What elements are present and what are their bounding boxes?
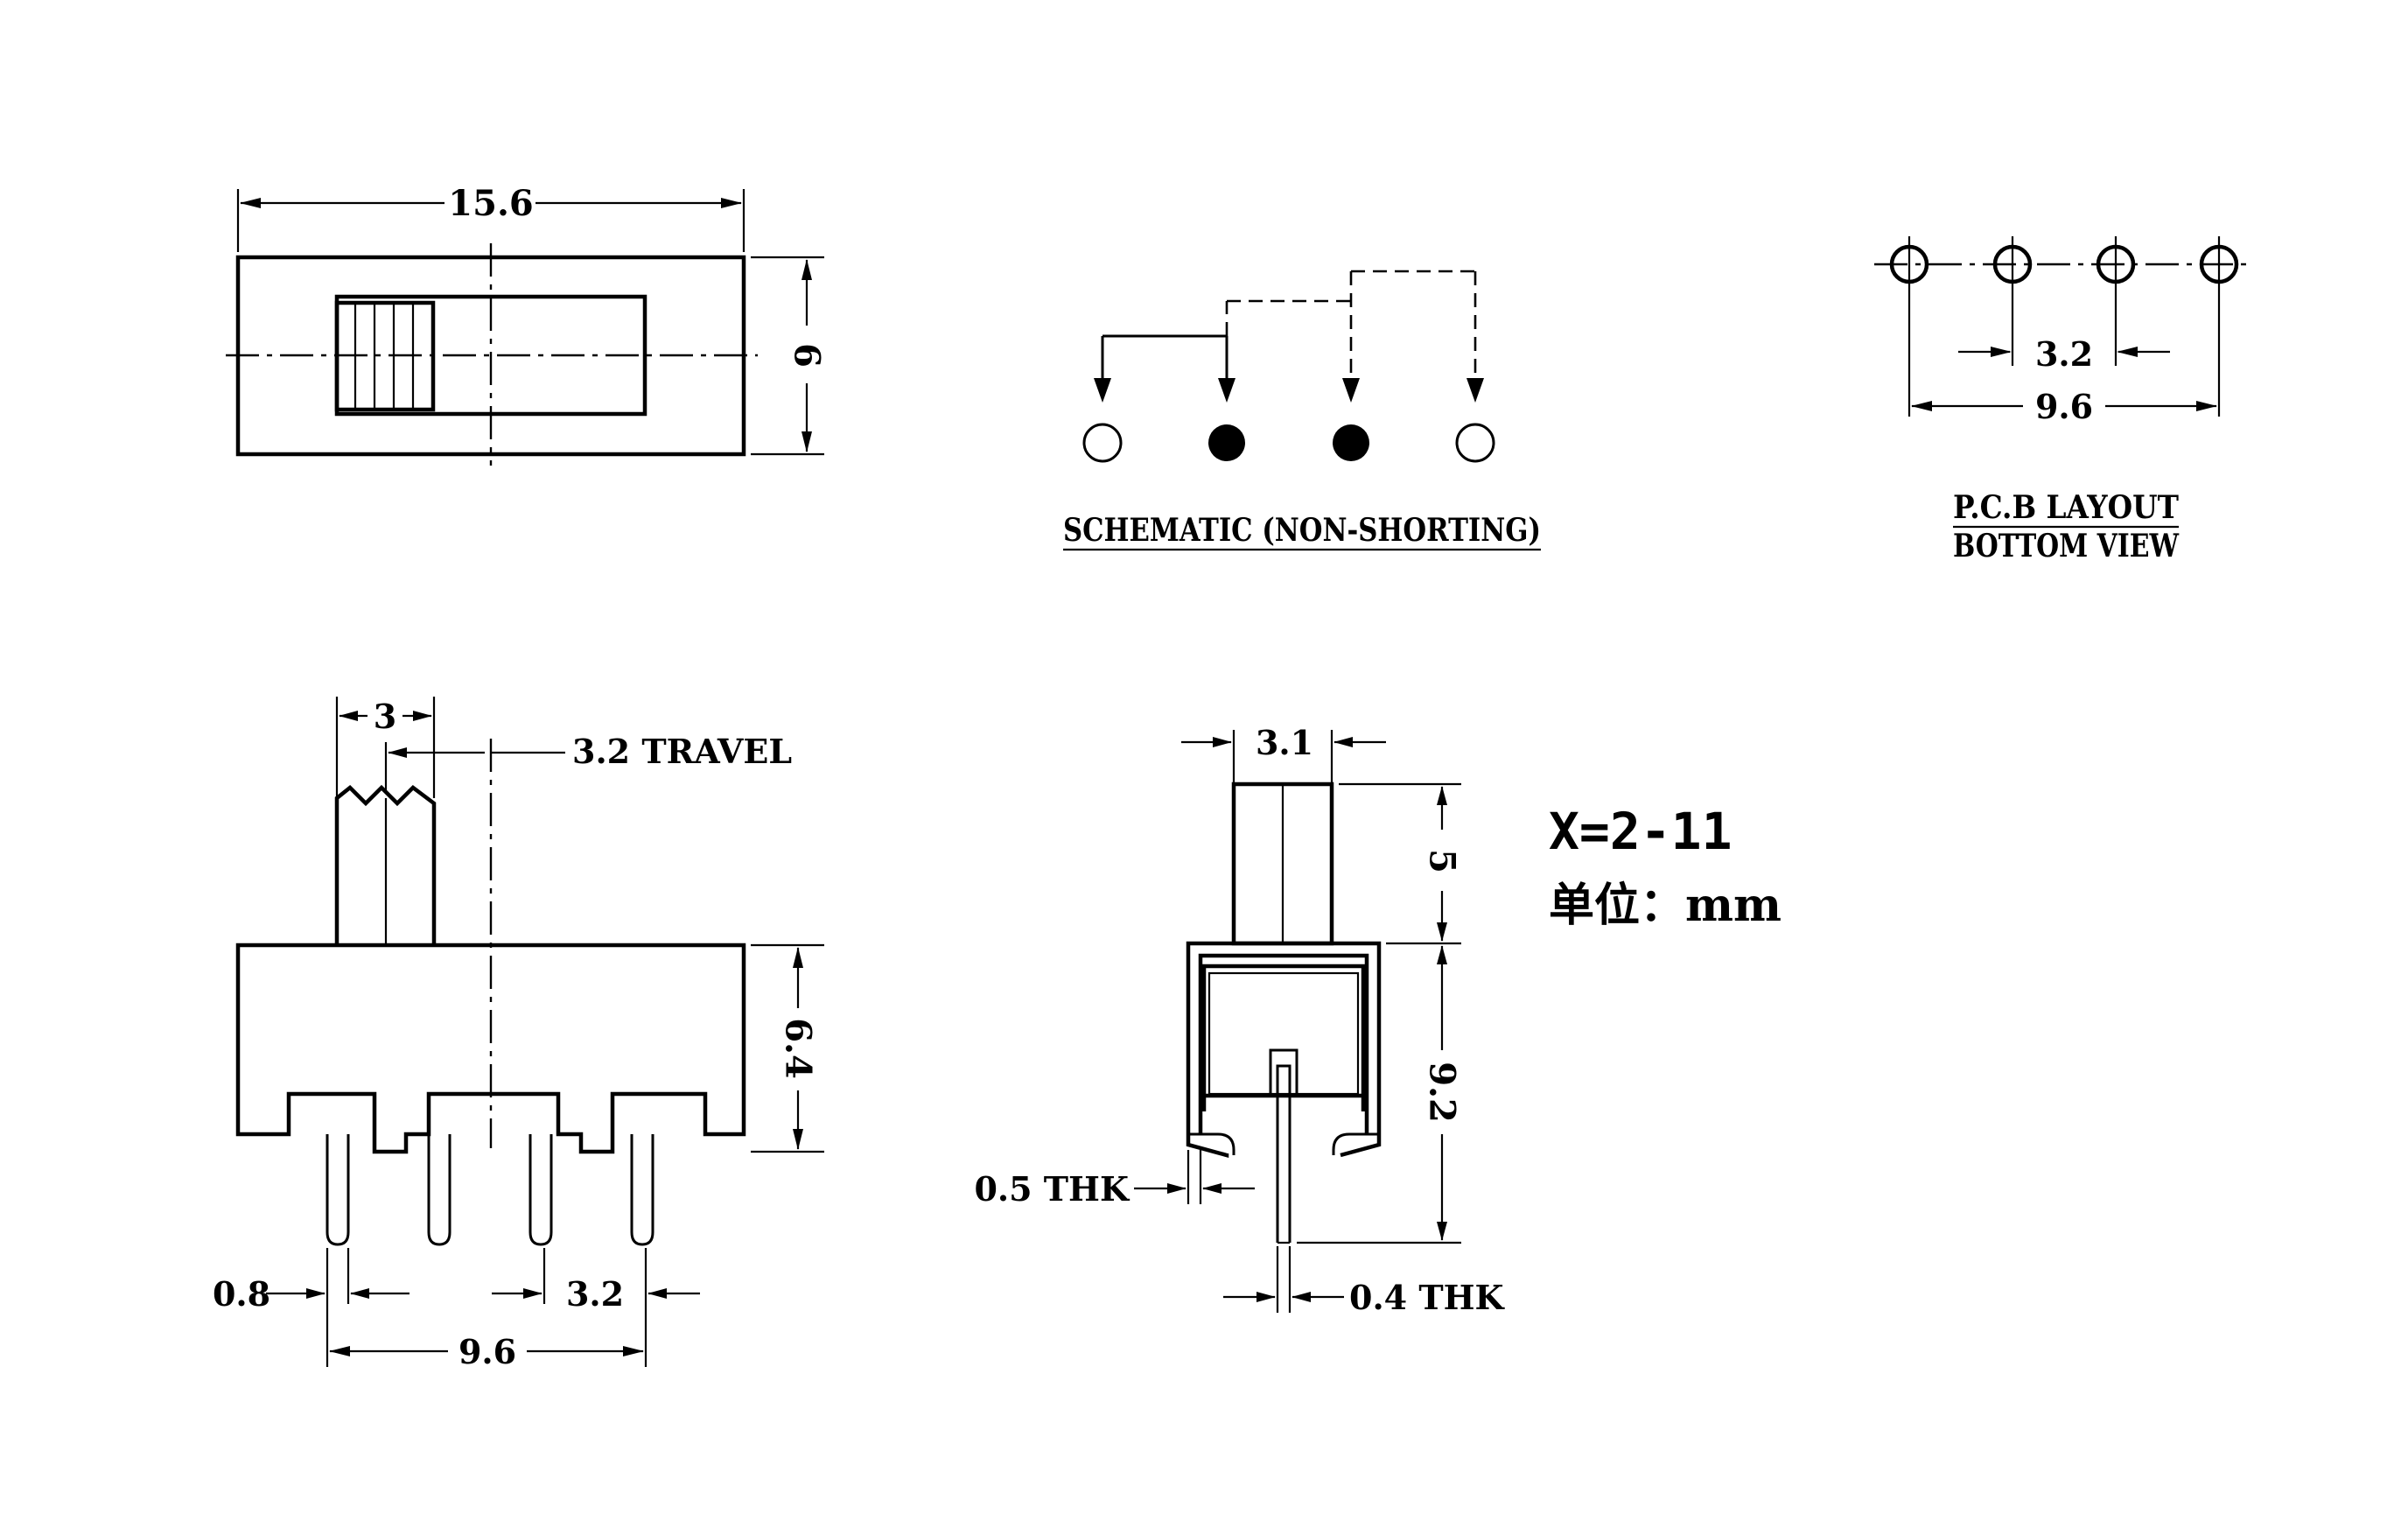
- front-view-pin-4: [630, 1134, 654, 1246]
- top-view-width-dimension: [236, 189, 746, 252]
- front-view-pin-2: [427, 1134, 452, 1246]
- pcb-layout: 3.2 9.6 P.C.B LAYOUT BOTTOM VIEW: [1874, 236, 2254, 564]
- pcb-hole-1: [1889, 236, 1929, 292]
- side-view-contact: [1269, 1048, 1298, 1097]
- side-view-housing-window: [1208, 971, 1360, 1096]
- schematic-terminal-1: [1082, 423, 1123, 463]
- side-view-housing: [1201, 964, 1366, 1111]
- front-view-pin-width-dimension: [266, 1248, 410, 1367]
- side-view-body-height-label: 9.2: [1422, 1062, 1463, 1123]
- pcb-layout-title: P.C.B LAYOUT: [1953, 489, 2179, 526]
- front-view-pin-span-dimension: [329, 1304, 648, 1367]
- side-view-pin-thickness-dimension: [1223, 1246, 1344, 1313]
- front-view-body-height-dimension: [751, 943, 824, 1153]
- variant-note: X=2-11: [1549, 802, 1732, 861]
- pcb-span-label: 9.6: [2035, 387, 2093, 426]
- front-view-pin-pitch-label: 3.2: [566, 1274, 624, 1314]
- front-view-pin-1: [326, 1134, 350, 1246]
- side-view-actuator-height-label: 5: [1422, 849, 1463, 873]
- top-view-height-dimension: [751, 256, 824, 456]
- schematic-caption: SCHEMATIC (NON-SHORTING): [1063, 512, 1541, 549]
- unit-note: 单位：mm: [1549, 879, 1782, 932]
- pcb-span-dimension: [1911, 401, 2217, 411]
- pcb-hole-2: [1992, 236, 2033, 292]
- notes: X=2-11 单位：mm: [1549, 802, 1782, 932]
- front-view-pin-pitch-dimension: [492, 1248, 700, 1304]
- front-view: 3 3.2 TRAVEL 6.4 0.8: [213, 697, 824, 1371]
- schematic: SCHEMATIC (NON-SHORTING): [1063, 270, 1541, 551]
- front-view-pin-width-label: 0.8: [213, 1274, 270, 1314]
- top-view: 15.6 6: [226, 183, 828, 466]
- top-view-width-label: 15.6: [448, 183, 533, 224]
- pcb-hole-4: [2199, 236, 2239, 292]
- schematic-terminal-2: [1208, 424, 1245, 461]
- side-view-frame-thickness-dimension: [1134, 1150, 1255, 1204]
- front-view-travel-label: 3.2 TRAVEL: [572, 732, 792, 771]
- pcb-hole-3: [2096, 236, 2136, 292]
- front-view-actuator-width-dimension: [335, 697, 436, 798]
- front-view-pin-span-label: 9.6: [458, 1332, 516, 1371]
- side-view-pin-thickness-label: 0.4 THK: [1349, 1278, 1506, 1317]
- pcb-pitch-dimension: [1958, 347, 2170, 357]
- front-view-travel-dimension: [384, 742, 565, 793]
- top-view-height-label: 6: [787, 343, 828, 368]
- side-view-actuator-height-dimension: [1339, 782, 1461, 945]
- schematic-terminal-4: [1455, 423, 1495, 463]
- pcb-pitch-label: 3.2: [2035, 334, 2093, 374]
- front-view-actuator-width-label: 3: [374, 697, 396, 736]
- side-view: 3.1 5 9.2 0.5 THK: [974, 723, 1505, 1317]
- front-view-pin-3: [528, 1134, 553, 1246]
- side-view-body-height-dimension: [1297, 945, 1461, 1244]
- front-view-body: [235, 943, 746, 1154]
- side-view-actuator-width-dimension: [1181, 730, 1386, 784]
- front-view-body-height-label: 6.4: [778, 1018, 819, 1079]
- pcb-layout-subtitle: BOTTOM VIEW: [1953, 528, 2179, 564]
- front-view-actuator: [334, 784, 437, 945]
- side-view-actuator-width-label: 3.1: [1256, 723, 1313, 762]
- schematic-terminal-3: [1333, 424, 1369, 461]
- side-view-frame-thickness-label: 0.5 THK: [974, 1169, 1130, 1209]
- side-view-frame: [1186, 941, 1382, 1158]
